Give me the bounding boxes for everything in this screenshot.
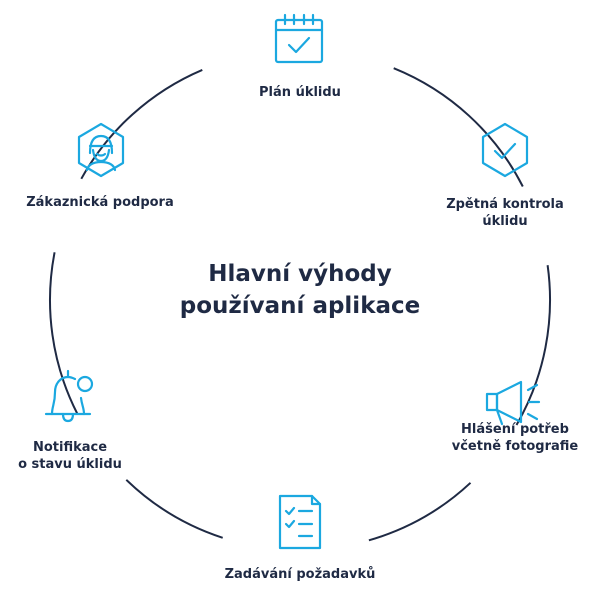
page-title: Hlavní výhody používaní aplikace xyxy=(150,258,450,322)
item-feedback-label: Zpětná kontrola úklidu xyxy=(446,197,564,229)
ring-arc-5 xyxy=(49,252,79,414)
item-plan-label: Plán úklidu xyxy=(259,85,341,100)
title-line-1: Hlavní výhody xyxy=(208,261,392,287)
item-requests-label: Zadávání požadavků xyxy=(224,567,376,582)
calendar-check-icon xyxy=(269,12,329,72)
checklist-icon xyxy=(270,492,330,552)
bell-icon xyxy=(40,368,100,428)
ring-arc-1 xyxy=(393,67,524,187)
title-line-2: používaní aplikace xyxy=(179,293,421,319)
ring-arc-4 xyxy=(125,479,224,539)
item-support-label: Zákaznická podpora xyxy=(26,195,174,210)
item-notifications-label: Notifikace o stavu úklidu xyxy=(18,440,122,472)
item-report-label: Hlášení potřeb včetně fotografie xyxy=(451,422,579,454)
ring-arc-3 xyxy=(368,482,472,542)
ring-arc-2 xyxy=(515,265,552,426)
megaphone-icon xyxy=(483,372,543,432)
support-agent-icon xyxy=(71,120,131,180)
hexagon-check-icon xyxy=(475,120,535,180)
ring-arc-6 xyxy=(80,68,203,180)
